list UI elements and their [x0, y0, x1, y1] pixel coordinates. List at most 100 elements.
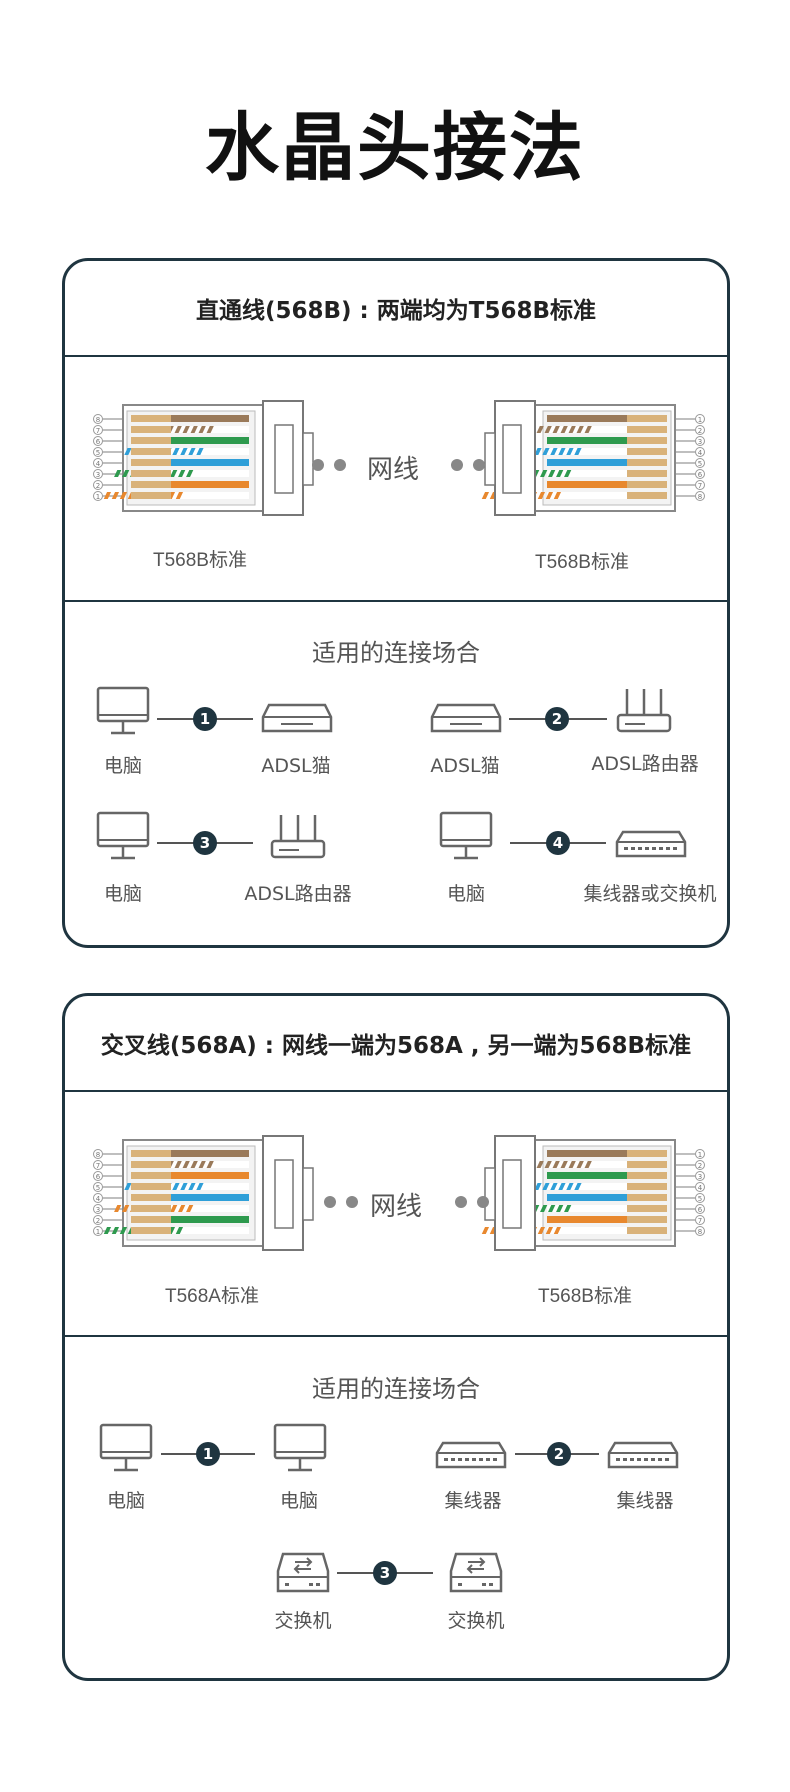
pin-number: 3 — [96, 1206, 100, 1214]
monitor-icon — [273, 1423, 327, 1472]
wire-stripe — [190, 426, 198, 433]
wire — [547, 1150, 627, 1157]
wire-contact — [131, 1216, 171, 1223]
connector-latch — [502, 424, 522, 494]
wire-contact — [131, 426, 171, 433]
pin-marker — [695, 1182, 705, 1192]
pin-marker — [93, 1226, 103, 1236]
pin-number: 3 — [96, 471, 100, 479]
wire-contact — [627, 415, 667, 422]
wire-stripe — [175, 492, 184, 499]
connector-inner — [542, 1145, 672, 1241]
device-label: 电脑 — [103, 883, 143, 905]
device-label: 集线器 — [616, 1490, 674, 1512]
wire-stripe — [564, 470, 572, 477]
wire — [547, 1227, 627, 1234]
pin-marker — [695, 1204, 705, 1214]
connector-clip — [484, 432, 496, 486]
pin-marker — [695, 1193, 705, 1203]
pin-marker — [93, 425, 103, 435]
wire-stripe — [574, 448, 582, 455]
wire — [169, 459, 249, 466]
pin-number: 2 — [698, 427, 702, 435]
wire — [169, 448, 249, 455]
connector-latch — [274, 424, 294, 494]
device-label: 电脑 — [279, 1490, 319, 1512]
wire-stripe — [188, 448, 196, 455]
connector-latch — [274, 1159, 294, 1229]
wire-stripe — [542, 1183, 550, 1190]
wire-stripe — [122, 1205, 130, 1212]
wire-contact — [131, 481, 171, 488]
wire-stripe — [537, 1227, 546, 1234]
straight-through-header: 直通线(568B) : 两端均为T568B标准 — [65, 261, 727, 357]
wire-stripe — [124, 448, 132, 455]
wire — [547, 437, 627, 444]
connector-inner — [126, 410, 256, 506]
wire — [547, 459, 627, 466]
pin-marker — [695, 414, 705, 424]
right-standard-label: T568B标准 — [538, 1286, 632, 1307]
wire-stripe — [558, 448, 566, 455]
pin-number: 4 — [96, 1195, 101, 1203]
wire-stripe — [552, 426, 560, 433]
pin-marker — [93, 1171, 103, 1181]
device-label: 电脑 — [106, 1490, 146, 1512]
cable-label: 网线 — [367, 455, 420, 485]
cable-dot — [477, 1196, 489, 1208]
pin-number: 2 — [698, 1162, 702, 1170]
connection-badge: 3 — [193, 831, 217, 855]
wire-stripe — [119, 492, 128, 499]
wire — [169, 1194, 249, 1201]
pin-marker — [695, 1160, 705, 1170]
connector-inner — [542, 410, 672, 506]
pin-marker — [695, 491, 705, 501]
wire — [547, 492, 627, 499]
pin-number: 7 — [698, 1217, 702, 1225]
cable-dot — [473, 459, 485, 471]
hub-icon — [607, 1441, 679, 1469]
wire-stripe — [188, 1183, 196, 1190]
router-icon — [616, 689, 672, 733]
wire-stripe — [548, 1205, 556, 1212]
pin-number: 7 — [698, 482, 702, 490]
connector-clip — [302, 1167, 314, 1221]
pin-marker — [93, 1204, 103, 1214]
wire-stripe — [196, 448, 204, 455]
wire — [547, 1183, 627, 1190]
wire-stripe — [568, 426, 576, 433]
pin-marker — [93, 436, 103, 446]
wire-stripe — [537, 492, 546, 499]
pin-marker — [93, 480, 103, 490]
router-icon — [270, 815, 326, 859]
wire-contact — [627, 470, 667, 477]
cable-dot — [312, 459, 324, 471]
wire-stripe — [560, 426, 568, 433]
pin-marker — [93, 447, 103, 457]
wire — [169, 470, 249, 477]
switch-icon — [449, 1552, 503, 1593]
wire — [169, 492, 249, 499]
wire-stripe — [550, 1183, 558, 1190]
wire-contact — [131, 1150, 171, 1157]
wire-stripe — [198, 426, 206, 433]
wire-stripe — [548, 470, 556, 477]
device-label: 交换机 — [274, 1610, 332, 1632]
pin-marker — [93, 491, 103, 501]
wire-contact — [627, 1216, 667, 1223]
wire-stripe — [564, 1205, 572, 1212]
pin-number: 6 — [698, 1206, 703, 1214]
device-label: ADSL路由器 — [244, 883, 352, 905]
modem-icon — [430, 703, 502, 733]
device-label: 集线器或交换机 — [583, 883, 717, 905]
device-label: 电脑 — [103, 755, 143, 777]
wire-stripe — [545, 492, 554, 499]
wire-stripe — [534, 448, 542, 455]
wire-stripe — [568, 1161, 576, 1168]
pin-marker — [695, 1171, 705, 1181]
wire — [169, 437, 249, 444]
pin-marker — [93, 1193, 103, 1203]
pin-number: 1 — [698, 1151, 702, 1159]
wire-stripe — [111, 492, 120, 499]
wire-contact — [131, 1227, 171, 1234]
